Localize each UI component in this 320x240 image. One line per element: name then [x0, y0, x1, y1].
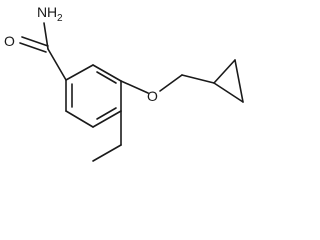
ring-inner-double-bond-2	[96, 107, 117, 120]
cyclopropyl-bond-1	[213, 59, 236, 84]
ring-bond-c5-c6	[65, 110, 94, 128]
cyclopropylmethoxy-group: O	[120, 59, 244, 104]
bond-ring-to-carbonyl-carbon	[47, 48, 67, 81]
chemical-structure-diagram: N H 2 O O	[4, 4, 244, 162]
bond-ether-oxygen-to-methylene	[159, 74, 183, 92]
ether-oxygen-label: O	[147, 88, 158, 104]
amide-group: N H 2 O	[4, 4, 67, 81]
bond-carbonyl-double-b	[19, 42, 47, 53]
bond-ring-to-ether-oxygen	[120, 80, 149, 94]
amine-hydrogen-count: 2	[57, 13, 63, 24]
benzene-ring	[65, 64, 122, 128]
cyclopropyl-bond-3	[213, 82, 244, 103]
ring-bond-c2-c3	[92, 64, 122, 82]
bond-carbonyl-double-a	[21, 36, 49, 47]
amine-nitrogen-label: N	[37, 4, 47, 20]
ring-bond-c1-c2	[65, 64, 94, 81]
bond-methylene-to-cyclopropyl	[181, 74, 215, 84]
ring-bond-c4-c5	[92, 110, 122, 128]
ring-inner-double-bond-1	[96, 71, 117, 84]
cyclopropyl-bond-2	[234, 59, 244, 103]
carbonyl-oxygen-label: O	[4, 33, 15, 49]
ethyl-group	[92, 110, 122, 162]
bond-ethyl-ch2-to-ch3	[92, 144, 122, 162]
bond-carbonyl-to-nitrogen	[43, 22, 49, 50]
amine-hydrogen-label: H	[47, 4, 57, 20]
